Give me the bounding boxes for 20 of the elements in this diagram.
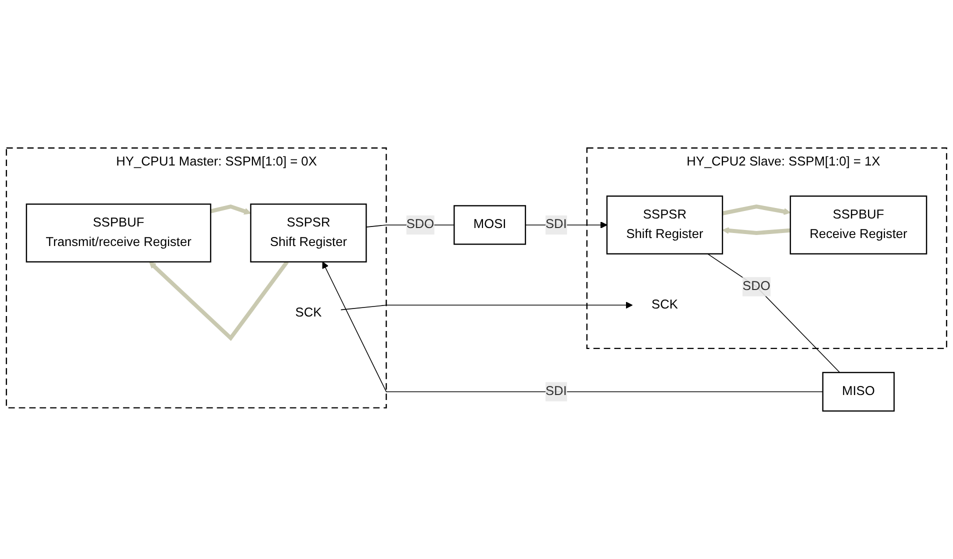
edge-label: SDO	[742, 280, 770, 294]
node-box: SSPBUF Transmit/receive Register	[26, 204, 212, 262]
edge-label: SDO	[406, 218, 434, 232]
edge-label: SDI	[545, 384, 567, 398]
connector	[707, 253, 840, 373]
arrow	[340, 302, 633, 310]
node-text: SCK	[295, 306, 322, 320]
node-box: SSPBUF Receive Register	[790, 196, 928, 254]
node-text: SCK	[652, 298, 678, 312]
arrow	[722, 204, 791, 216]
arrow	[722, 227, 791, 235]
node-box: SSPSR Shift Register	[606, 196, 724, 254]
node-box: SSPSR Shift Register	[250, 204, 367, 262]
arrow	[525, 221, 608, 228]
node-box: MOSI	[454, 205, 526, 245]
arrow	[210, 204, 252, 215]
edge-label: SDI	[545, 218, 567, 232]
arrow	[322, 262, 824, 392]
node-box: MISO	[822, 372, 895, 412]
arrow	[149, 260, 289, 342]
